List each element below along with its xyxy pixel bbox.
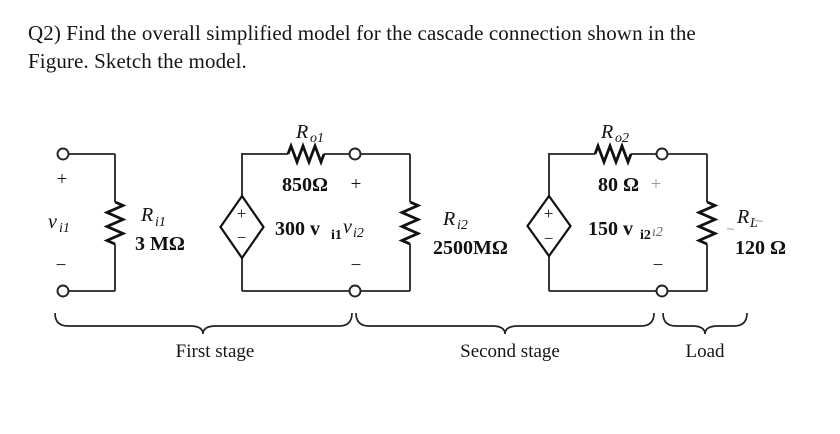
stage-braces: First stage Second stage Load [54,312,748,362]
resistor-ri1 [103,200,127,246]
load-label: Load [685,341,725,362]
node-stage2-top [655,147,669,161]
resistor-ro2 [593,142,633,166]
source2-gain-subscript: i2 [640,228,651,243]
source1-minus-sign: − [237,228,247,247]
node-stage2-bottom [655,284,669,298]
ro1-value: 850Ω [282,174,328,196]
second-stage-label: Second stage [460,341,560,362]
erased-artifact-mark [752,219,764,223]
vo2-minus-sign: − [653,255,664,276]
ro2-value: 80 Ω [598,174,639,196]
question-text: Q2) Find the overall simplified model fo… [28,19,696,75]
ri2-subscript: i2 [457,218,468,233]
resistor-ro1 [286,142,326,166]
source2-minus-sign: − [544,229,554,248]
ro2-subscript: o2 [615,131,629,146]
ri1-subscript: i1 [155,215,166,230]
source2-gain: 150 v [588,218,633,240]
vo2-plus-sign-faint: + [651,174,662,195]
load-section: R L 120 Ω [726,206,786,259]
node-stage1-bottom [348,284,362,298]
second-stage: + − R o2 80 Ω 150 v i2 + ı2 − [526,121,719,298]
resistor-rl [695,200,719,246]
rl-subscript: L [749,216,758,231]
resistor-ri2 [398,200,422,246]
vi2-plus-sign: + [351,174,362,195]
first-stage-label: First stage [176,341,255,362]
input-port: + v i1 − R i1 3 MΩ [48,147,185,298]
ri2-value: 2500MΩ [433,237,508,259]
ri1-value: 3 MΩ [135,233,185,255]
vi2-minus-sign: − [351,255,362,276]
input-plus-sign: + [57,169,68,190]
vo2-label-remnant: ı2 [652,225,663,240]
rl-label: R [736,206,749,228]
first-stage: + − R o1 850Ω 300 v i1 + v i2 − R i2 250… [219,121,508,298]
vi1-subscript: i1 [59,221,70,236]
ro1-label: R [295,121,308,143]
dependent-source-2 [526,194,572,258]
first-stage-brace [54,312,353,335]
ro1-subscript: o1 [310,131,324,146]
input-minus-sign: − [56,255,67,276]
source1-plus-sign: + [237,204,247,223]
terminal-input-top [56,147,70,161]
dependent-source-1 [219,194,265,260]
source1-gain: 300 v [275,218,320,240]
ri1-label: R [140,204,153,226]
source1-gain-subscript: i1 [331,228,342,243]
load-brace [662,312,748,335]
node-stage1-top [348,147,362,161]
question-line-1: Q2) Find the overall simplified model fo… [28,21,696,45]
source2-plus-sign: + [544,204,554,223]
rl-value: 120 Ω [735,237,786,259]
vi2-subscript: i2 [353,226,364,241]
vi1-label: v [48,211,57,233]
vi2-label: v [343,216,352,238]
erased-artifact-mark [726,227,735,231]
question-line-2: Figure. Sketch the model. [28,49,247,73]
terminal-input-bottom [56,284,70,298]
ri2-label: R [442,208,455,230]
ro2-label: R [600,121,613,143]
second-stage-brace [355,312,655,335]
